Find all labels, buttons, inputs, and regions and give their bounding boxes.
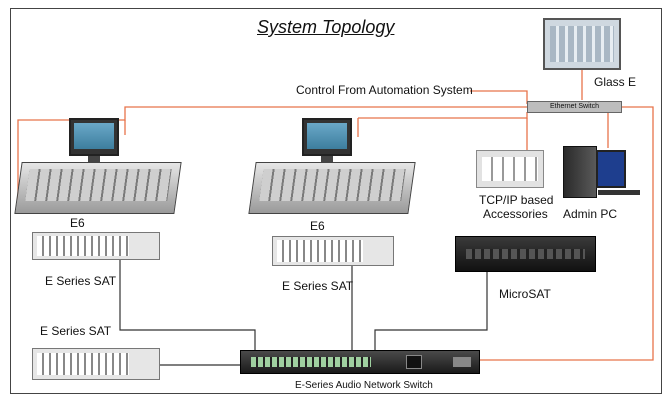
mid-console-desk bbox=[248, 162, 416, 214]
control-from-automation-label: Control From Automation System bbox=[296, 83, 473, 97]
audio-link-microsat bbox=[374, 270, 488, 350]
mid-eseries-sat bbox=[272, 236, 394, 266]
ethernet-link-automation bbox=[470, 90, 528, 104]
ethernet-switch: Ethernet Switch bbox=[527, 101, 622, 113]
ethernet-link-right-loop bbox=[478, 106, 654, 361]
glass-e-label: Glass E bbox=[594, 75, 637, 89]
ethernet-switch-label: Ethernet Switch bbox=[549, 103, 600, 110]
eseries-sat-left-label: E Series SAT bbox=[45, 274, 117, 288]
tcpip-label-line1: TCP/IP based bbox=[479, 193, 554, 207]
tcpip-label-line2: Accessories bbox=[483, 207, 548, 221]
tcpip-accessory-panel bbox=[476, 150, 544, 188]
e6-left-label: E6 bbox=[70, 216, 85, 230]
e6-mid-label: E6 bbox=[310, 219, 325, 233]
admin-pc-keyboard bbox=[598, 190, 640, 195]
admin-pc-label: Admin PC bbox=[563, 207, 618, 221]
left-console-monitor-stand bbox=[88, 156, 100, 162]
audio-network-switch-label: E-Series Audio Network Switch bbox=[295, 380, 433, 391]
eseries-sat-mid-label: E Series SAT bbox=[282, 279, 354, 293]
diagram-title: System Topology bbox=[257, 17, 395, 37]
mid-console-monitor bbox=[302, 118, 352, 156]
microsat-label: MicroSAT bbox=[499, 287, 551, 301]
audio-link-left-sat bbox=[119, 255, 256, 350]
eseries-sat-bottom-label: E Series SAT bbox=[40, 324, 112, 338]
bottom-eseries-sat bbox=[32, 348, 160, 380]
admin-pc-monitor bbox=[596, 150, 626, 188]
left-console-monitor bbox=[69, 118, 119, 156]
ethernet-link-mid-console bbox=[358, 112, 528, 119]
audio-network-switch bbox=[240, 350, 480, 374]
left-console-desk bbox=[14, 162, 182, 214]
admin-pc-tower bbox=[563, 146, 597, 198]
mid-console-monitor-stand bbox=[321, 156, 333, 162]
microsat-device bbox=[455, 236, 596, 272]
left-eseries-sat bbox=[32, 232, 160, 260]
glass-e-screen bbox=[543, 18, 621, 70]
